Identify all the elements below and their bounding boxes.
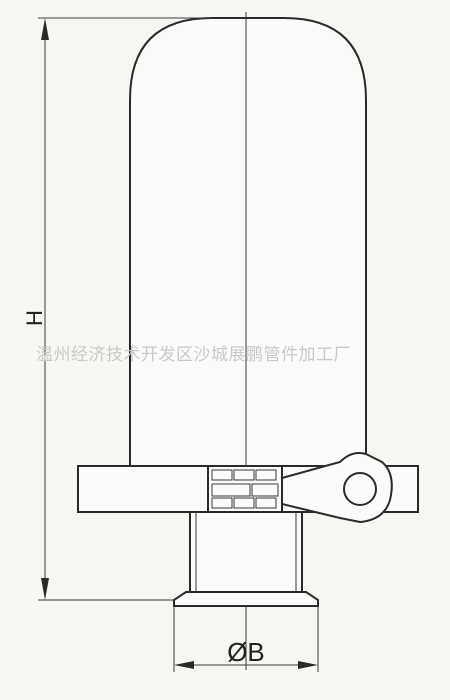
watermark-text: 温州经济技术开发区沙城展鹏管件加工厂: [36, 345, 351, 365]
neck-tube: [189, 511, 303, 593]
b-arrow-left: [174, 661, 194, 669]
clamp-piece-7: [233, 497, 255, 509]
clamp-piece-1: [211, 469, 233, 481]
clamp-piece-4: [211, 483, 251, 497]
h-arrow-top: [41, 18, 49, 40]
dome-body: [129, 17, 367, 466]
b-arrow-right: [298, 661, 318, 669]
clamp-piece-5: [251, 483, 279, 497]
hinge-pin: [343, 472, 377, 506]
clamp-piece-6: [211, 497, 233, 509]
clamp-piece-8: [255, 497, 277, 509]
clamp-piece-2: [233, 469, 255, 481]
h-arrow-bottom: [41, 578, 49, 600]
bore-label: ØB: [227, 637, 265, 667]
clamp-piece-3: [255, 469, 277, 481]
bottom-ferrule: [173, 591, 319, 607]
height-label: H: [22, 310, 47, 326]
